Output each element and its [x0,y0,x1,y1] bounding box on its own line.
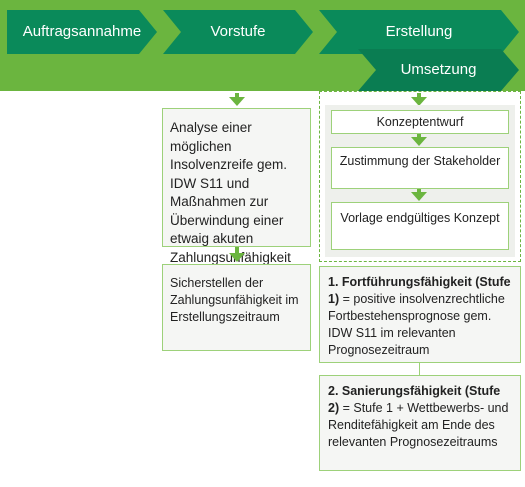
phase-vorstufe: Vorstufe [163,10,313,54]
down-arrow-icon [229,97,245,106]
arrow-stem [417,93,421,99]
arrow-stem [235,247,239,255]
step-konzeptentwurf: Konzeptentwurf [331,110,509,134]
down-arrow-icon [411,97,427,106]
connector-line [419,363,420,375]
left-box-analyse-text: Analyse einer möglichen Insolvenzreife g… [170,120,291,265]
phase-bar: Auftragsannahme Vorstufe Erstellung Umse… [0,0,525,91]
box-sanierungsfaehigkeit: 2. Sanierungsfähigkeit (Stufe 2) = Stufe… [319,375,521,471]
box-fortfuehrungsfaehigkeit: 1. Fortführungsfähigkeit (Stufe 1) = pos… [319,266,521,363]
step-zustimmung-text: Zustimmung der Stakeholder [339,154,501,168]
fortfuehrung-title: 1. Fortführungsfähigkeit (Stufe 1) [328,275,511,306]
fortfuehrung-desc: = positive insolvenzrechtliche Fortbeste… [328,292,505,357]
step-vorlage: Vorlage endgültiges Konzept [331,202,509,250]
sanierung-title: 2. Sanierungsfähigkeit (Stufe 2) [328,384,501,415]
left-box-analyse: Analyse einer möglichen Insolvenzreife g… [162,108,311,265]
arrow-stem [417,134,421,139]
step-konzeptentwurf-text: Konzeptentwurf [376,115,464,129]
phase-erstellung: Erstellung [319,10,519,54]
phase-umsetzung: Umsetzung [358,49,519,91]
umsetzung-frame [319,91,521,262]
arrow-stem [235,93,239,99]
phase-auftragsannahme: Auftragsannahme [7,10,157,54]
content-area: Analyse einer möglichen Insolvenzreife g… [0,91,525,487]
left-box-sicherstellen-text: Sicherstellen der Zahlungsunfähigkeit im… [170,276,299,324]
step-zustimmung: Zustimmung der Stakeholder [331,147,509,189]
down-arrow-icon [411,137,427,146]
arrow-stem [417,189,421,194]
sanierung-desc: = Stufe 1 + Wettbewerbs- und Renditefähi… [328,401,509,449]
down-arrow-icon [411,192,427,201]
left-box-sicherstellen: Sicherstellen der Zahlungsunfähigkeit im… [162,264,311,351]
down-arrow-icon [229,253,245,262]
step-vorlage-text: Vorlage endgültiges Konzept [340,211,500,225]
